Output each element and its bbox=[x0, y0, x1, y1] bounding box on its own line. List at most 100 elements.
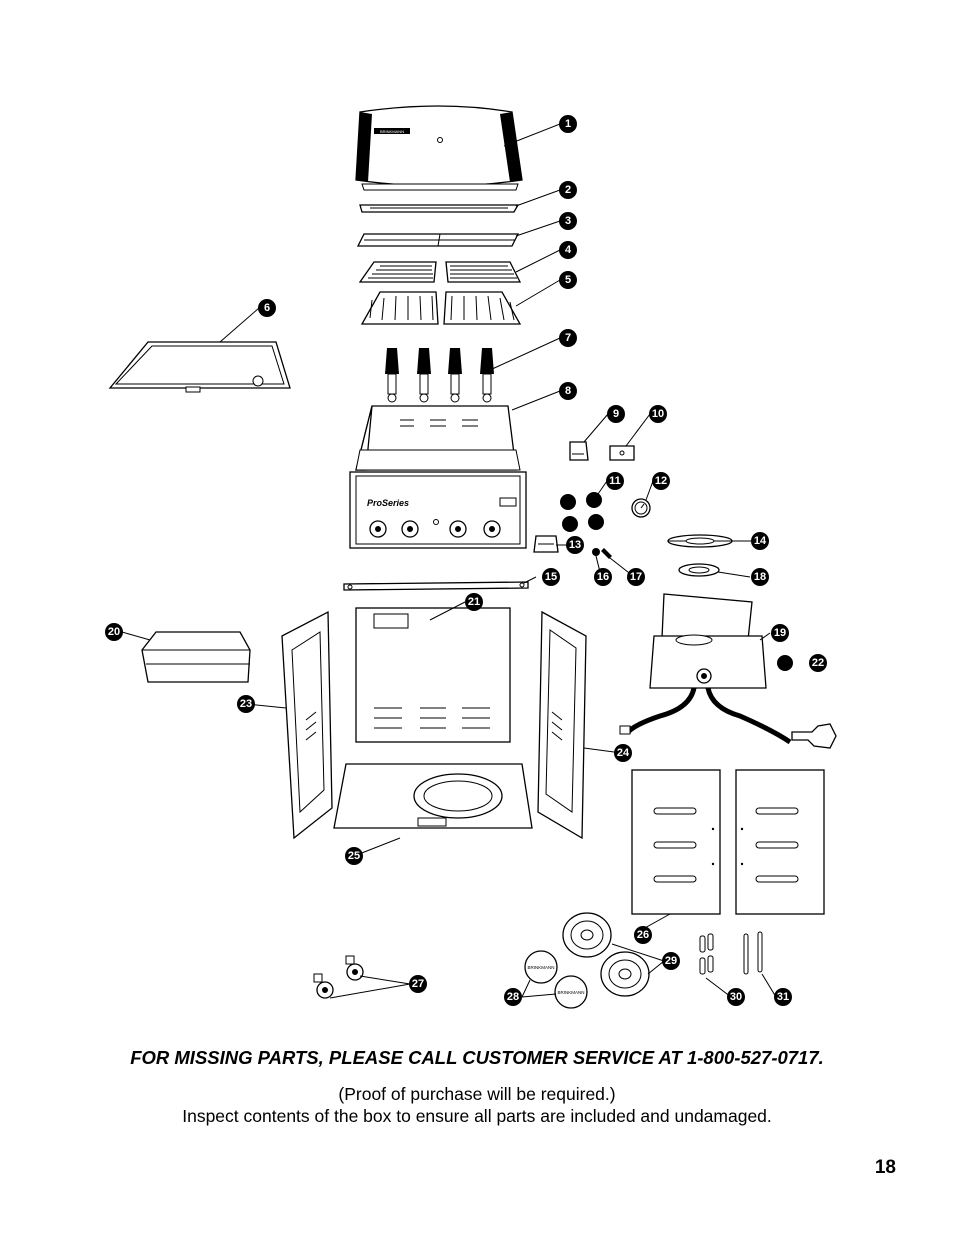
svg-text:4: 4 bbox=[565, 244, 572, 256]
svg-text:24: 24 bbox=[617, 747, 630, 759]
svg-text:5: 5 bbox=[565, 274, 571, 286]
svg-text:6: 6 bbox=[264, 302, 270, 314]
part-bracket-9 bbox=[569, 441, 589, 461]
part-side-burner-housing bbox=[649, 593, 767, 689]
svg-text:26: 26 bbox=[637, 929, 649, 941]
svg-text:3: 3 bbox=[565, 215, 571, 227]
missing-parts-notice: FOR MISSING PARTS, PLEASE CALL CUSTOMER … bbox=[130, 1047, 824, 1068]
svg-text:17: 17 bbox=[630, 571, 642, 583]
callout-28: 28 bbox=[504, 988, 522, 1006]
svg-text:25: 25 bbox=[348, 850, 360, 862]
page-number: 18 bbox=[874, 1157, 896, 1178]
callout-31: 31 bbox=[774, 988, 792, 1006]
part-hardware bbox=[699, 931, 763, 975]
callout-2: 2 bbox=[559, 181, 577, 199]
svg-text:27: 27 bbox=[412, 978, 424, 990]
callout-17: 17 bbox=[627, 568, 645, 586]
svg-text:12: 12 bbox=[655, 475, 667, 487]
svg-text:20: 20 bbox=[108, 626, 120, 638]
callout-30: 30 bbox=[727, 988, 745, 1006]
callout-20: 20 bbox=[105, 623, 123, 641]
svg-text:21: 21 bbox=[468, 596, 480, 608]
part-heat-plates bbox=[360, 291, 522, 325]
proof-of-purchase-note: (Proof of purchase will be required.) bbox=[338, 1084, 616, 1104]
svg-text:13: 13 bbox=[569, 539, 581, 551]
badge-brand-label: BRINKMANN bbox=[557, 990, 584, 995]
part-burners bbox=[385, 348, 494, 403]
part-grids bbox=[358, 261, 522, 283]
part-bracket-10 bbox=[609, 445, 635, 461]
part-control-knobs bbox=[560, 492, 604, 532]
callout-16: 16 bbox=[594, 568, 612, 586]
part-side-burner bbox=[678, 563, 720, 577]
part-fittings bbox=[592, 548, 612, 559]
callout-18: 18 bbox=[751, 568, 769, 586]
part-side-burner-knob bbox=[777, 655, 793, 671]
exploded-parts-diagram: BRINKMANN bbox=[105, 105, 837, 1009]
callout-1: 1 bbox=[559, 115, 577, 133]
part-lid: BRINKMANN bbox=[355, 105, 523, 191]
svg-text:19: 19 bbox=[774, 627, 786, 639]
part-bottom-shelf bbox=[333, 763, 533, 829]
callout-26: 26 bbox=[634, 926, 652, 944]
svg-text:15: 15 bbox=[545, 571, 557, 583]
callout-5: 5 bbox=[559, 271, 577, 289]
part-rear-panel bbox=[355, 607, 511, 743]
part-gas-hose-regulator bbox=[619, 687, 837, 749]
callout-27: 27 bbox=[409, 975, 427, 993]
svg-text:8: 8 bbox=[565, 385, 571, 397]
part-doors bbox=[631, 769, 825, 915]
callout-6: 6 bbox=[258, 299, 276, 317]
callout-21: 21 bbox=[465, 593, 483, 611]
callout-8: 8 bbox=[559, 382, 577, 400]
part-round-handles bbox=[562, 912, 650, 997]
callout-19: 19 bbox=[771, 624, 789, 642]
svg-text:31: 31 bbox=[777, 991, 789, 1003]
callout-9: 9 bbox=[607, 405, 625, 423]
control-panel-brand: ProSeries bbox=[367, 498, 409, 508]
svg-text:16: 16 bbox=[597, 571, 609, 583]
svg-text:29: 29 bbox=[665, 955, 677, 967]
svg-text:2: 2 bbox=[565, 184, 571, 196]
callout-29: 29 bbox=[662, 952, 680, 970]
svg-text:28: 28 bbox=[507, 991, 519, 1003]
part-side-burner-grate bbox=[667, 534, 733, 548]
svg-text:22: 22 bbox=[812, 657, 824, 669]
inspect-contents-note: Inspect contents of the box to ensure al… bbox=[182, 1106, 772, 1126]
svg-text:30: 30 bbox=[730, 991, 742, 1003]
callout-13: 13 bbox=[566, 536, 584, 554]
svg-text:23: 23 bbox=[240, 698, 252, 710]
callout-10: 10 bbox=[649, 405, 667, 423]
part-left-cart-side bbox=[281, 610, 333, 840]
leader-lines bbox=[121, 123, 777, 999]
part-casters bbox=[313, 955, 364, 999]
part-side-shelf bbox=[108, 341, 291, 393]
callout-4: 4 bbox=[559, 241, 577, 259]
callout-15: 15 bbox=[542, 568, 560, 586]
svg-text:10: 10 bbox=[652, 408, 664, 420]
lid-brand-label: BRINKMANN bbox=[380, 129, 404, 134]
part-igniter-bracket bbox=[533, 535, 559, 553]
part-thermometer bbox=[631, 498, 651, 518]
callout-22: 22 bbox=[809, 654, 827, 672]
part-warming-rack bbox=[359, 204, 520, 213]
part-side-burner-lid bbox=[141, 631, 251, 683]
callout-25: 25 bbox=[345, 847, 363, 865]
part-right-cart-side bbox=[537, 610, 587, 840]
callout-14: 14 bbox=[751, 532, 769, 550]
svg-text:18: 18 bbox=[754, 571, 766, 583]
part-cooking-grate bbox=[356, 233, 520, 247]
svg-text:9: 9 bbox=[613, 408, 619, 420]
callout-3: 3 bbox=[559, 212, 577, 230]
svg-text:1: 1 bbox=[565, 118, 571, 130]
callout-23: 23 bbox=[237, 695, 255, 713]
svg-text:7: 7 bbox=[565, 332, 571, 344]
part-grill-body: ProSeries bbox=[349, 405, 527, 549]
callout-7: 7 bbox=[559, 329, 577, 347]
svg-text:11: 11 bbox=[609, 475, 621, 487]
callout-12: 12 bbox=[652, 472, 670, 490]
part-rear-brace bbox=[343, 581, 529, 591]
part-logo-badges: BRINKMANN BRINKMANN bbox=[524, 950, 588, 1009]
badge-brand-label: BRINKMANN bbox=[527, 965, 554, 970]
callout-11: 11 bbox=[606, 472, 624, 490]
